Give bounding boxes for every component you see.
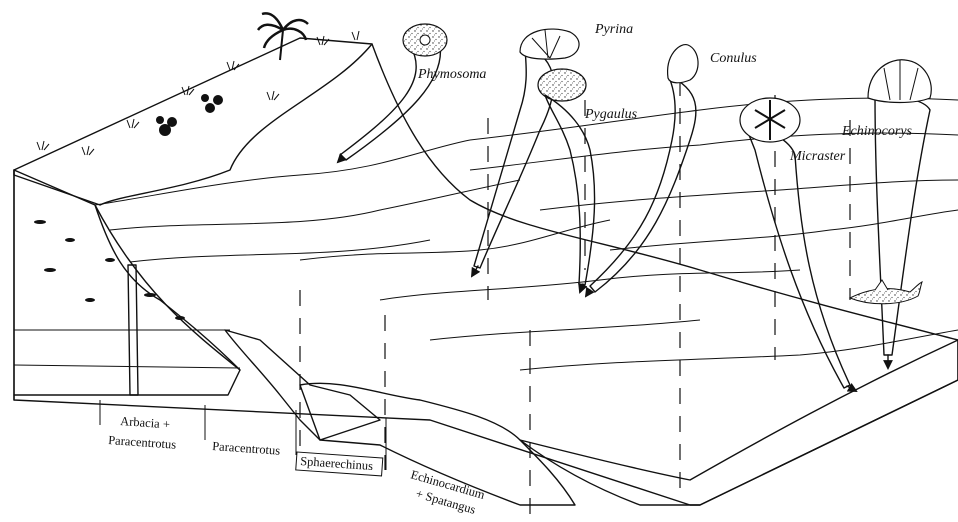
land-surface bbox=[14, 38, 372, 205]
palm-tree-icon bbox=[258, 13, 308, 60]
shark-icon bbox=[850, 280, 922, 304]
label-pygaulus: Pygaulus bbox=[584, 107, 638, 122]
label-micraster: Micraster bbox=[789, 149, 846, 164]
label-paracentrotus: Paracentrotus bbox=[212, 439, 281, 458]
label-pyrina: Pyrina bbox=[594, 22, 633, 37]
cliff-base-beds bbox=[14, 330, 240, 368]
nodules bbox=[34, 220, 185, 320]
pygaulus-funnel bbox=[545, 95, 595, 285]
label-arbacia-line2: Paracentrotus bbox=[108, 433, 177, 452]
label-phymosoma: Phymosoma bbox=[417, 67, 486, 82]
label-echinocorys: Echinocorys bbox=[841, 124, 913, 139]
seafloor-contours bbox=[95, 98, 958, 370]
pyrina-test-icon bbox=[520, 29, 579, 59]
label-conulus: Conulus bbox=[710, 51, 757, 66]
micraster-funnel bbox=[745, 125, 850, 388]
label-arbacia-line1: Arbacia + bbox=[120, 414, 171, 431]
limestone-cliff bbox=[14, 170, 240, 395]
conulus-test-icon bbox=[668, 45, 698, 83]
